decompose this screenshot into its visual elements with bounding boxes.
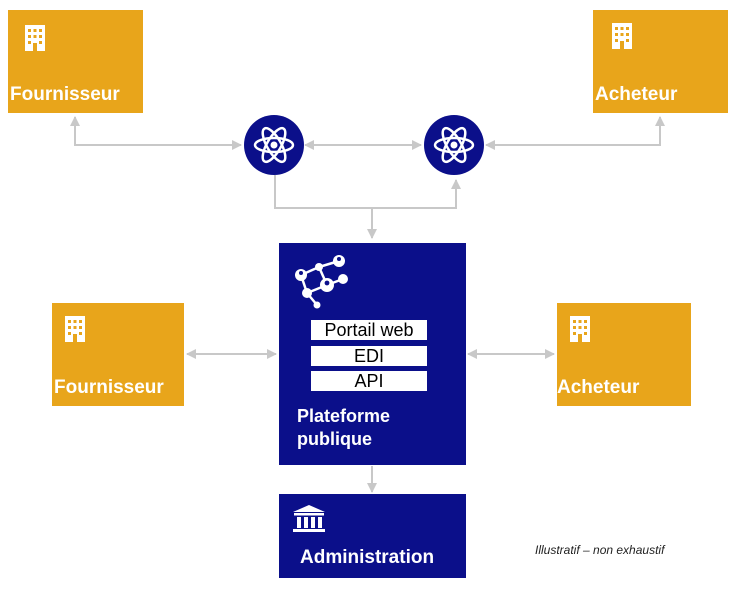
building-icon — [65, 316, 85, 342]
building-icon — [25, 25, 45, 51]
hub-left — [244, 115, 304, 175]
platform-title-line2: publique — [297, 429, 372, 449]
platform-title: Plateforme publique — [297, 405, 447, 451]
channel-portail-web: Portail web — [311, 320, 427, 340]
channel-edi: EDI — [311, 346, 427, 366]
illustrative-note: Illustratif – non exhaustif — [535, 543, 665, 557]
atom-icon — [253, 126, 295, 164]
platform-box: Portail web EDI API Plateforme publique — [279, 243, 466, 465]
buyer-mid-box: Acheteur — [557, 303, 691, 406]
supplier-mid-label: Fournisseur — [54, 377, 164, 398]
administration-label: Administration — [300, 547, 435, 568]
atom-icon — [433, 126, 475, 164]
network-people-icon — [295, 255, 348, 309]
platform-title-line1: Plateforme — [297, 406, 391, 426]
supplier-top-box: Fournisseur — [8, 10, 143, 113]
supplier-mid-box: Fournisseur — [52, 303, 184, 406]
link-hub-right-buyer-top — [485, 116, 665, 150]
administration-box: Administration — [279, 494, 466, 578]
hub-right — [424, 115, 484, 175]
buyer-mid-label: Acheteur — [557, 377, 640, 398]
buyer-top-box: Acheteur — [593, 10, 728, 113]
buyer-top-label: Acheteur — [595, 84, 678, 105]
link-hubs-platform — [274, 175, 461, 209]
building-icon — [570, 316, 590, 342]
institution-icon — [293, 505, 325, 532]
link-supplier-top-hub-left — [70, 116, 242, 150]
supplier-top-label: Fournisseur — [10, 84, 120, 105]
channel-api: API — [311, 371, 427, 391]
building-icon — [612, 23, 632, 49]
